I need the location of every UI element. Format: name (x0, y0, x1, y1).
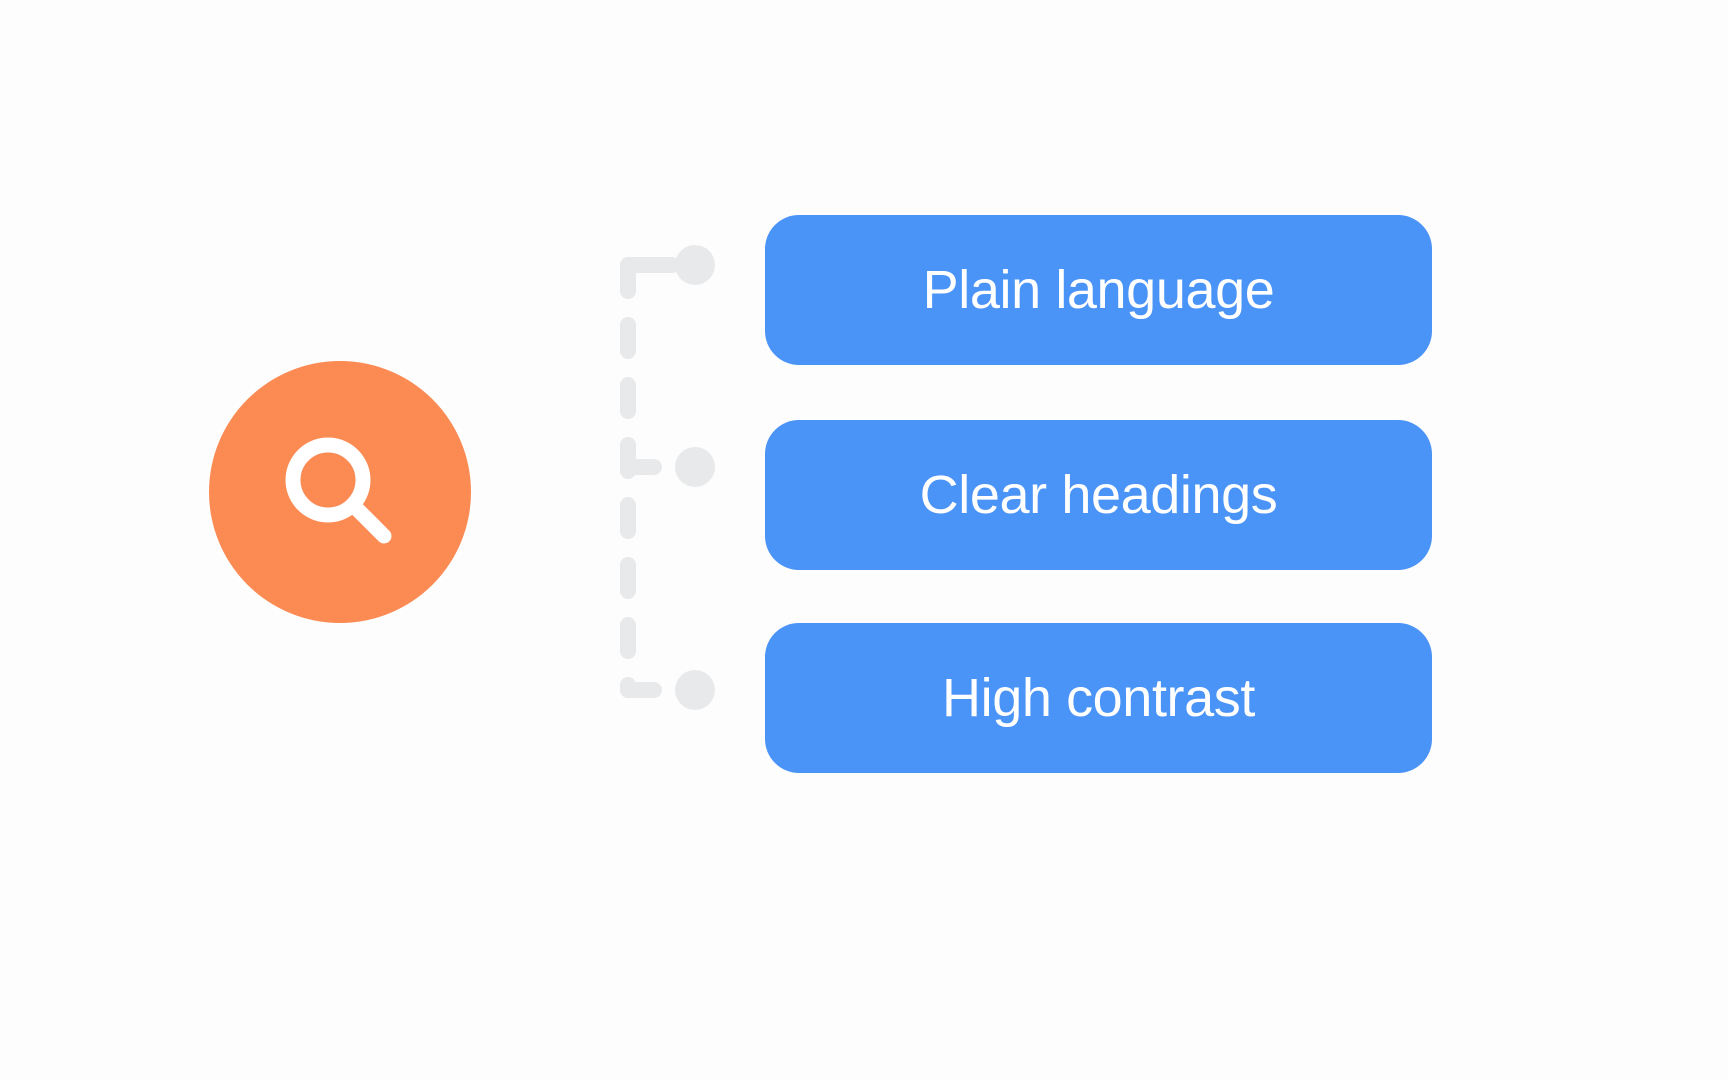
search-source-node[interactable] (209, 361, 471, 623)
feature-pill-label: High contrast (942, 668, 1255, 728)
feature-pill-label: Clear headings (919, 465, 1278, 525)
connector-node-dot (675, 245, 715, 285)
connector-node-dot (675, 670, 715, 710)
connector-node-dot (675, 447, 715, 487)
feature-pill-label: Plain language (922, 260, 1275, 320)
search-icon (285, 437, 392, 544)
feature-pill-clear-headings[interactable]: Clear headings (765, 420, 1432, 570)
feature-pill-plain-language[interactable]: Plain language (765, 215, 1432, 365)
feature-pill-high-contrast[interactable]: High contrast (765, 623, 1432, 773)
